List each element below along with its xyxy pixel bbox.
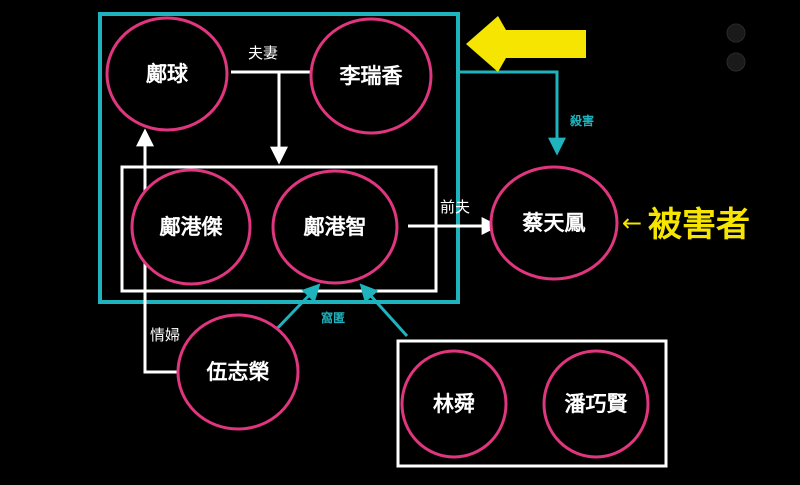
- node-pan-qiaoxian: 潘巧賢: [542, 349, 650, 459]
- victim-label: 被害者: [648, 205, 750, 245]
- sons-frame-white: [120, 165, 438, 293]
- svg-text:蔡天鳳: 蔡天鳳: [523, 211, 586, 235]
- edge-label-mistress: 情婦: [150, 326, 180, 344]
- node-zheng-gangjie: 鄺港傑: [130, 168, 252, 286]
- edge-label-ex-husband: 前夫: [440, 198, 470, 216]
- window-control-icon[interactable]: [726, 23, 746, 72]
- svg-text:林舜: 林舜: [433, 392, 475, 416]
- family-frame-teal: [98, 12, 460, 304]
- svg-text:李瑞香: 李瑞香: [339, 64, 404, 88]
- harbor-arrow-right: [359, 283, 409, 338]
- svg-text:伍志榮: 伍志榮: [207, 360, 270, 384]
- node-wu-zhirong: 伍志榮: [176, 313, 300, 431]
- node-lin-shun: 林舜: [400, 349, 508, 459]
- node-li-ruixiang: 李瑞香: [309, 17, 433, 135]
- edge-label-harbor: 窩匿: [321, 310, 345, 325]
- edge-label-spouse: 夫妻: [248, 44, 278, 62]
- victim-arrow-glyph: ←: [622, 209, 642, 237]
- svg-text:鄺港智: 鄺港智: [304, 215, 367, 239]
- svg-text:鄺球: 鄺球: [146, 62, 189, 86]
- svg-text:潘巧賢: 潘巧賢: [565, 392, 629, 416]
- murder-arrow: [458, 70, 566, 156]
- node-zheng-qiu: 鄺球: [105, 16, 229, 132]
- node-cai-tianfeng: 蔡天鳳: [489, 165, 619, 281]
- others-frame-white: [396, 339, 668, 468]
- edge-label-murder-1: 殺害: [569, 113, 594, 128]
- node-zheng-gangzhi: 鄺港智: [271, 169, 399, 285]
- yellow-arrow-icon: [466, 16, 586, 72]
- svg-text:鄺港傑: 鄺港傑: [160, 215, 223, 239]
